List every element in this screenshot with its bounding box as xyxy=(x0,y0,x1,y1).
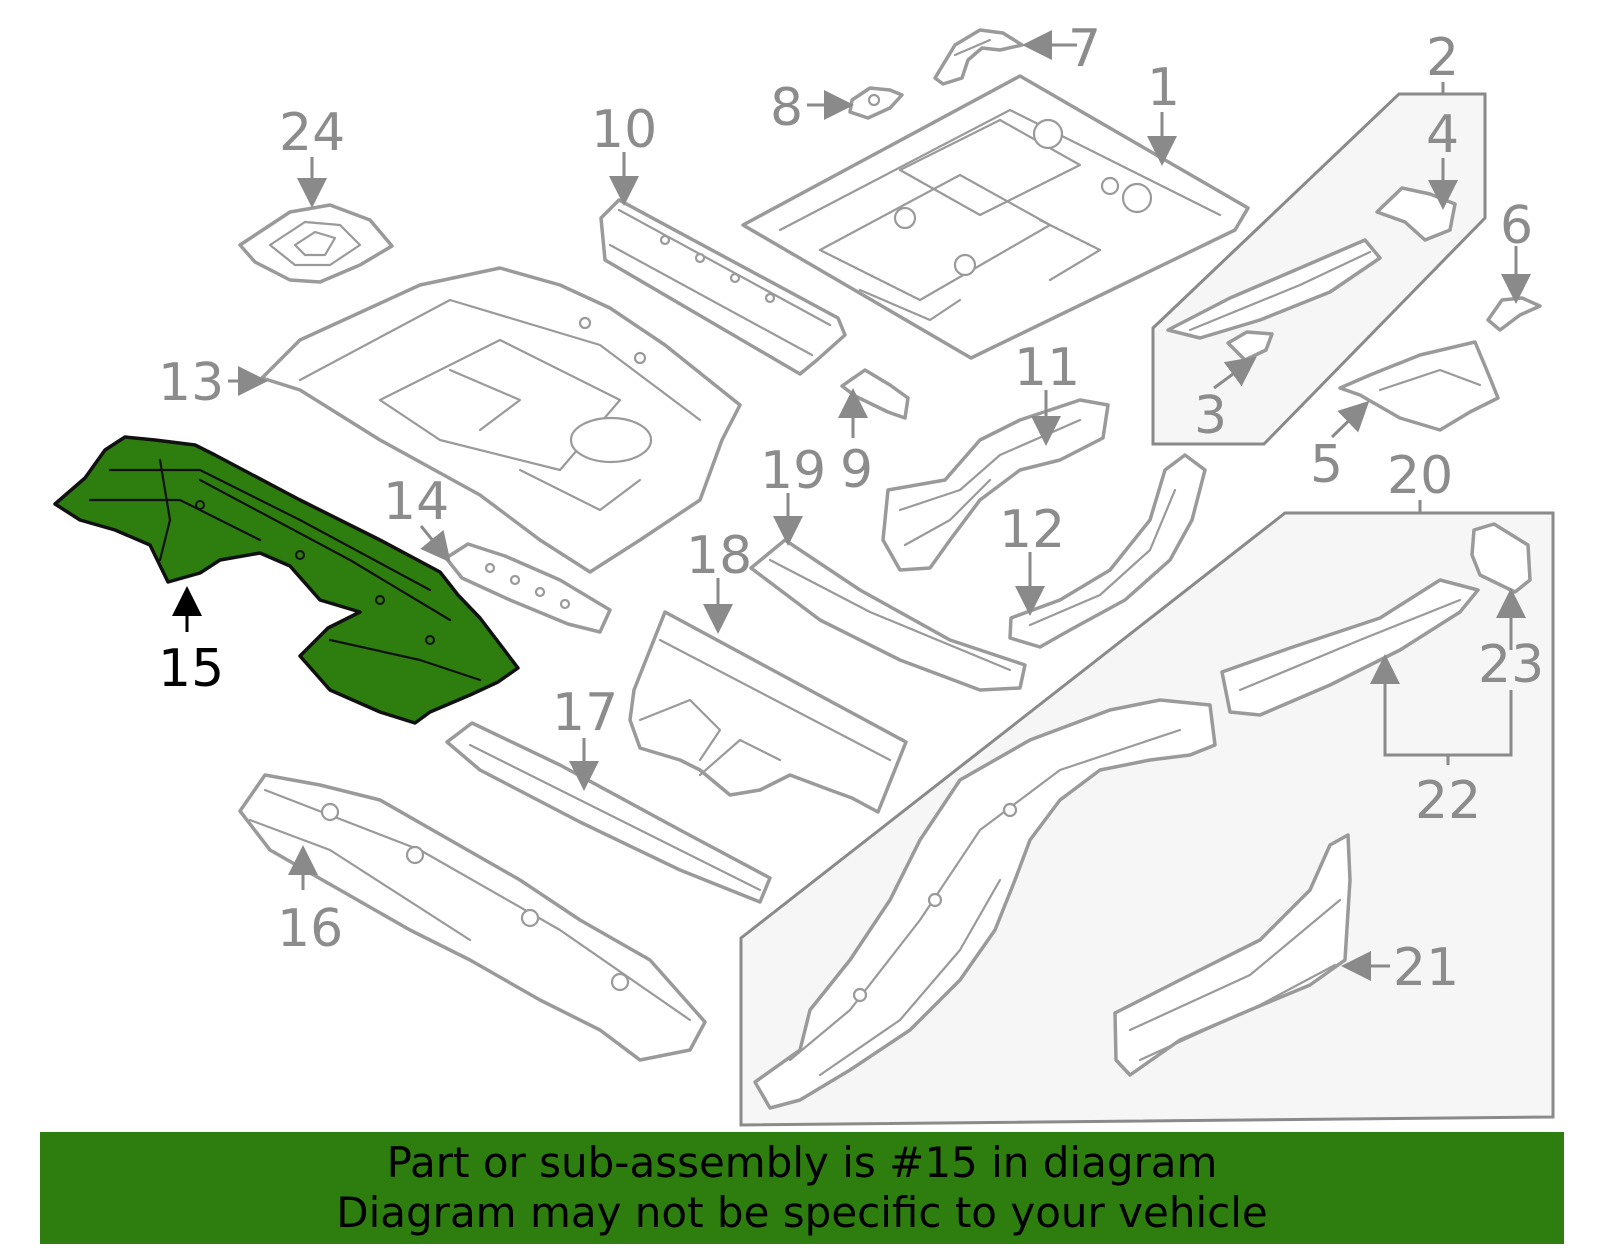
part-22-rail xyxy=(1220,578,1480,717)
part-23-bracket xyxy=(1470,522,1532,594)
callout-6: 6 xyxy=(1500,196,1533,256)
callout-3: 3 xyxy=(1194,386,1227,446)
callout-24: 24 xyxy=(279,103,345,163)
banner-line-part: Part or sub-assembly is #15 in diagram xyxy=(386,1138,1218,1187)
callout-23: 23 xyxy=(1478,635,1544,695)
part-24-cover xyxy=(238,203,394,284)
part-7-bracket xyxy=(933,28,1024,86)
part-13-floor-panel xyxy=(260,266,742,574)
callout-10: 10 xyxy=(591,100,657,160)
parts-diagram: 1 2 3 4 5 6 7 8 9 10 11 12 13 14 15 16 1… xyxy=(53,19,1555,1127)
callout-15: 15 xyxy=(158,639,224,699)
banner-line-disclaimer: Diagram may not be specific to your vehi… xyxy=(336,1188,1268,1237)
part-17-reinforcement xyxy=(445,721,772,904)
part-14-plate xyxy=(444,542,612,634)
callout-19: 19 xyxy=(760,441,826,501)
callout-2: 2 xyxy=(1426,28,1459,88)
part-10-crossmember xyxy=(599,198,847,376)
callout-16: 16 xyxy=(277,899,343,959)
callout-22: 22 xyxy=(1415,771,1481,831)
part-16-side-rail xyxy=(238,773,707,1062)
part-20-wheelhouse-rail xyxy=(753,698,1217,1110)
part-8-bracket xyxy=(848,86,904,120)
callout-11: 11 xyxy=(1014,338,1080,398)
callout-12: 12 xyxy=(999,500,1065,560)
part-5-bracket xyxy=(1338,340,1500,432)
callout-13: 13 xyxy=(158,353,224,413)
part-19-crossmember xyxy=(749,538,1027,692)
callout-1: 1 xyxy=(1147,58,1180,118)
part-1-floor-pan xyxy=(741,74,1250,360)
callout-21: 21 xyxy=(1393,938,1459,998)
part-18-panel xyxy=(628,610,908,814)
part-12-bracket xyxy=(1008,453,1207,649)
part-2-rail xyxy=(1166,238,1382,340)
info-banner: Part or sub-assembly is #15 in diagram D… xyxy=(40,1132,1564,1244)
part-6-bracket xyxy=(1486,296,1542,332)
part-15-highlighted xyxy=(53,435,520,725)
callout-8: 8 xyxy=(770,78,803,138)
callout-18: 18 xyxy=(686,526,752,586)
callout-5: 5 xyxy=(1310,435,1343,495)
part-21-sill xyxy=(1113,833,1352,1077)
callout-7: 7 xyxy=(1068,19,1101,79)
callout-17: 17 xyxy=(552,683,618,743)
callout-4: 4 xyxy=(1426,105,1459,165)
callout-9: 9 xyxy=(840,440,873,500)
callout-20: 20 xyxy=(1387,446,1453,506)
callout-14: 14 xyxy=(383,472,449,532)
callout-labels: 1 2 3 4 5 6 7 8 9 10 11 12 13 14 15 16 1… xyxy=(158,19,1544,998)
leader-lines xyxy=(172,30,1531,981)
part-11-bracket xyxy=(881,398,1110,572)
